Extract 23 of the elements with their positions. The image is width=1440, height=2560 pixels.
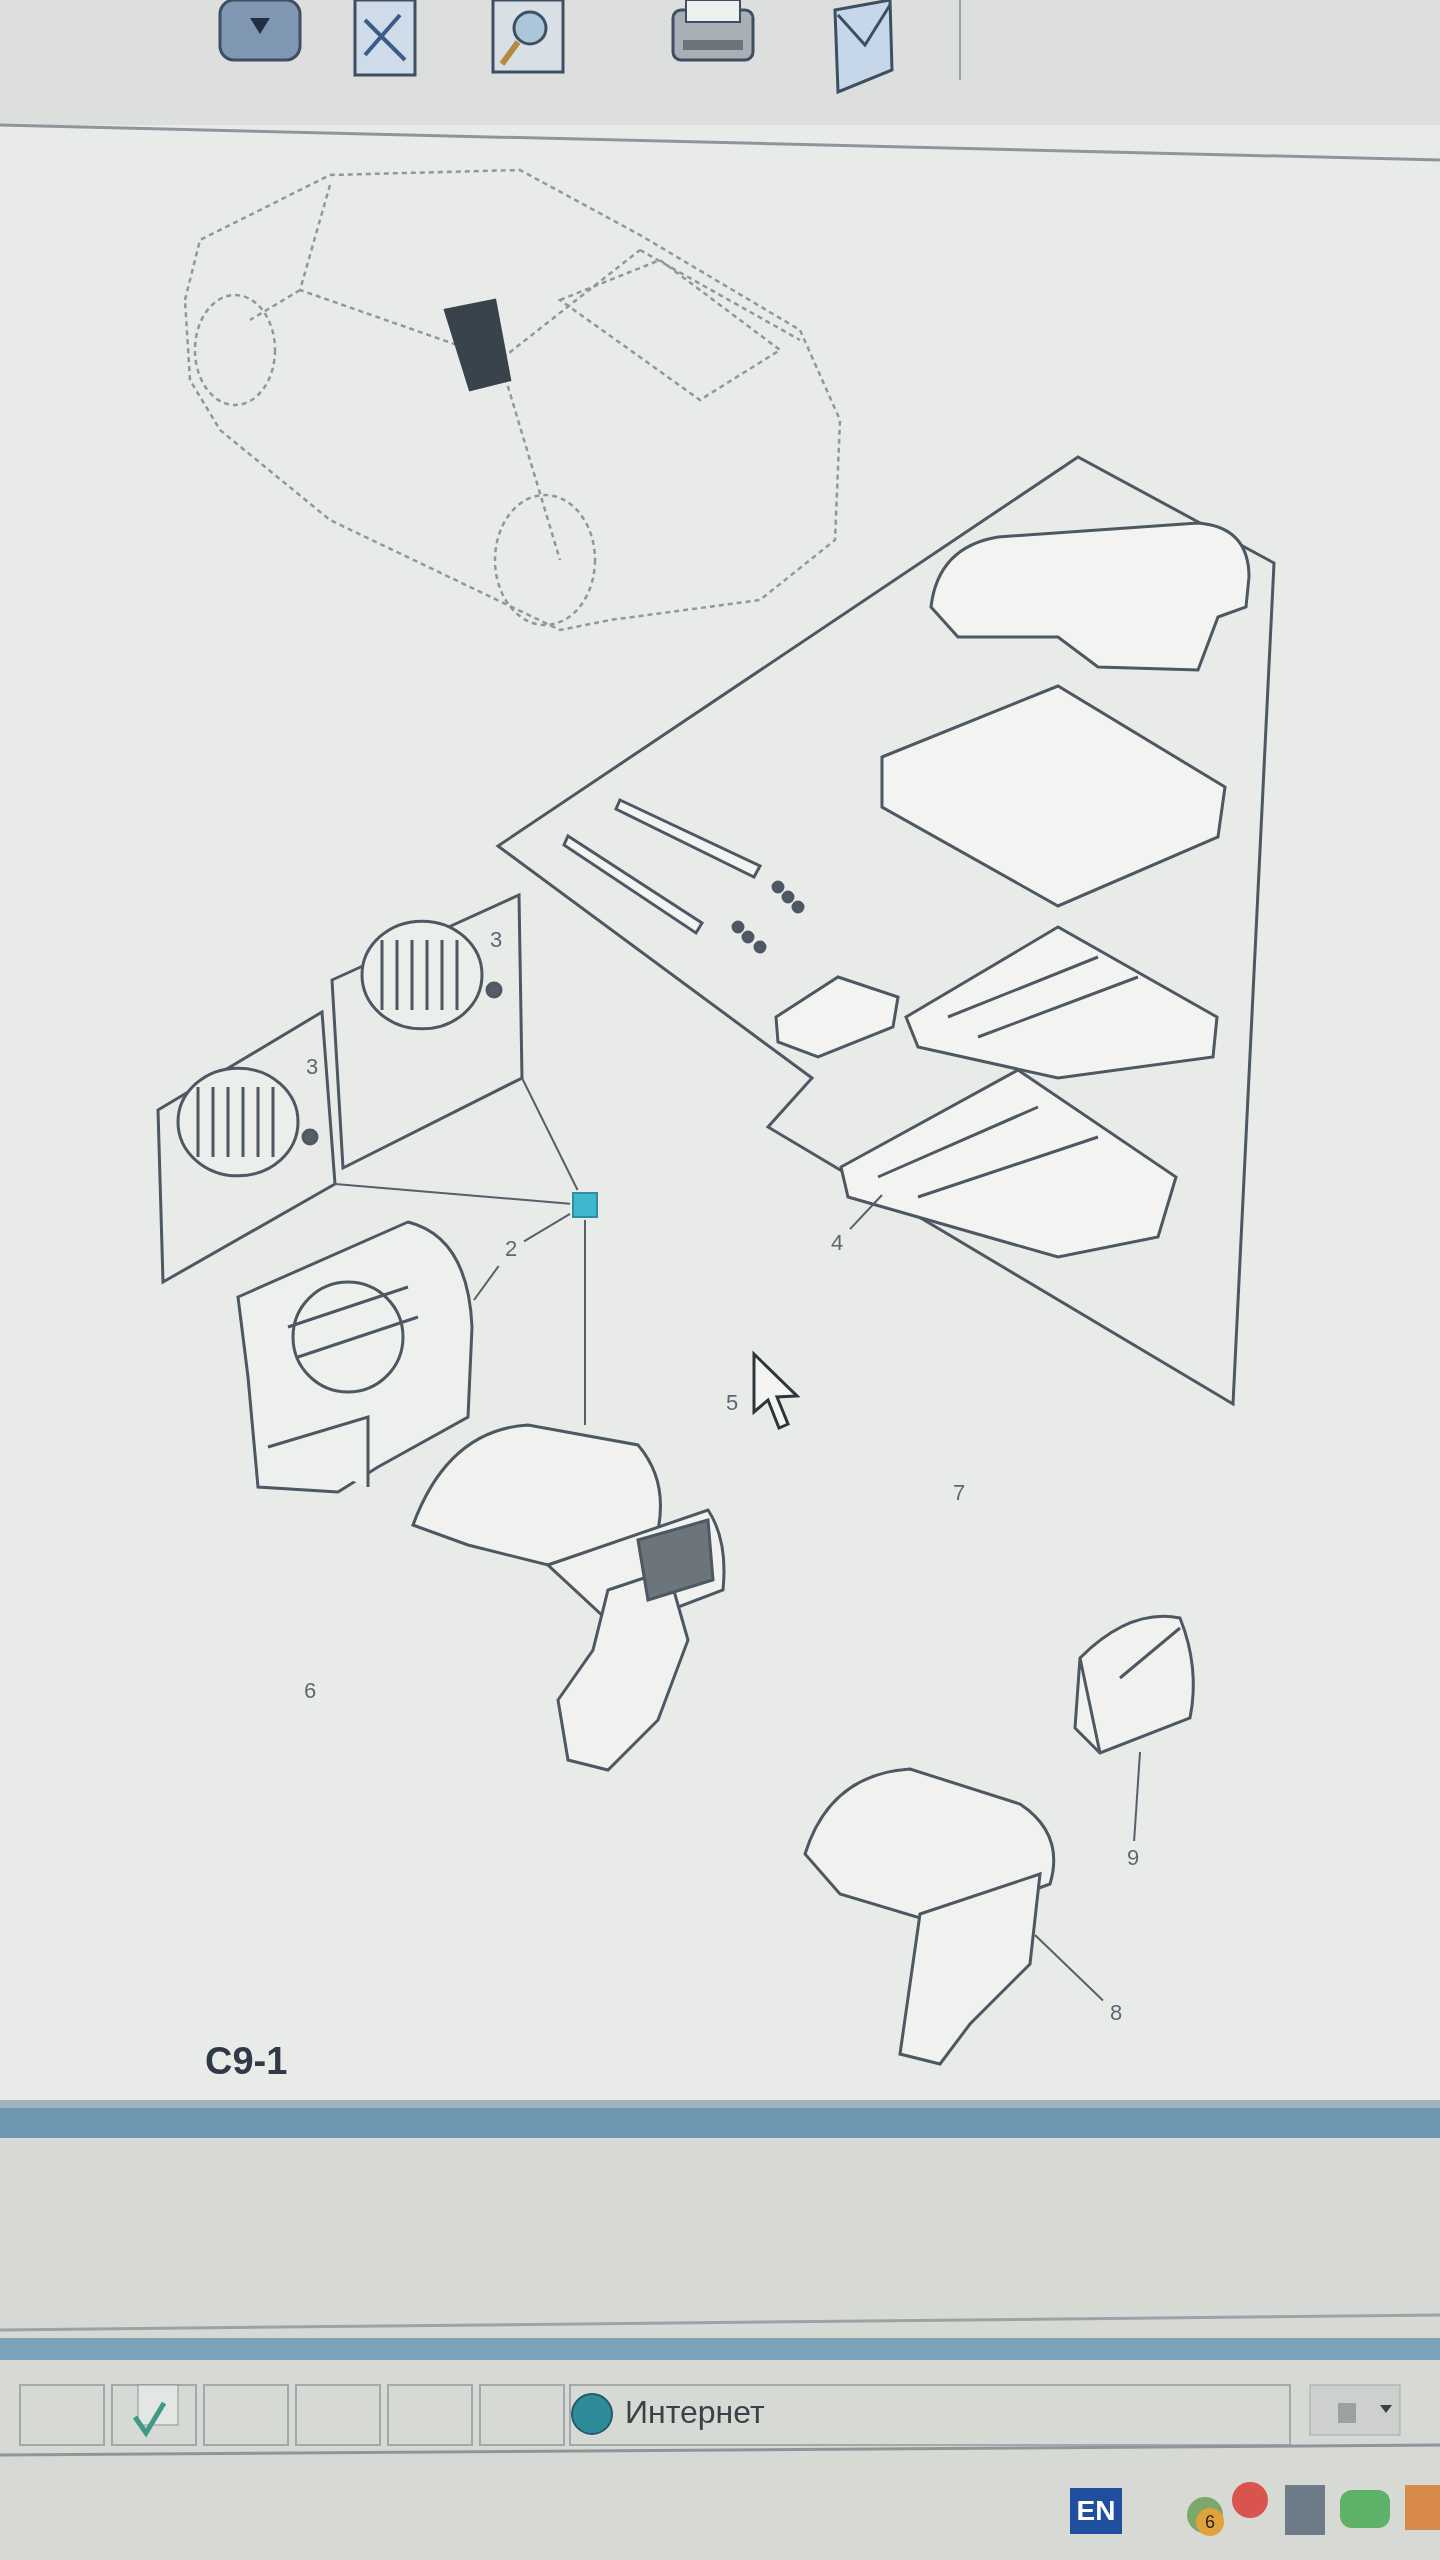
- language-indicator: EN: [1070, 2488, 1122, 2534]
- status-text: Интернет: [625, 2394, 765, 2431]
- leader-line: [521, 1077, 579, 1191]
- leader-line: [1034, 1934, 1104, 2002]
- callout-number: 9: [1122, 1843, 1144, 1873]
- leader-line: [334, 1183, 571, 1205]
- callout-number: 8: [1105, 1998, 1127, 2028]
- callout-number: 6: [304, 1677, 317, 1705]
- leader-line: [1133, 1751, 1141, 1842]
- callout-number: 3: [306, 1053, 319, 1081]
- leader-line: [849, 1194, 883, 1231]
- callout-number: 5: [726, 1389, 739, 1417]
- leader-line: [523, 1212, 571, 1243]
- leader-line: [584, 1219, 586, 1426]
- callout-number: 2: [500, 1234, 522, 1264]
- callout-number: 7: [953, 1479, 966, 1507]
- selection-marker: [572, 1192, 598, 1218]
- inset-frame: [332, 895, 522, 1168]
- leader-line: [473, 1265, 500, 1301]
- diagram-code: C9-1: [205, 2040, 288, 2083]
- inset-frame: [158, 1012, 335, 1282]
- callout-number: 3: [490, 926, 503, 954]
- callout-number: 4: [826, 1228, 848, 1258]
